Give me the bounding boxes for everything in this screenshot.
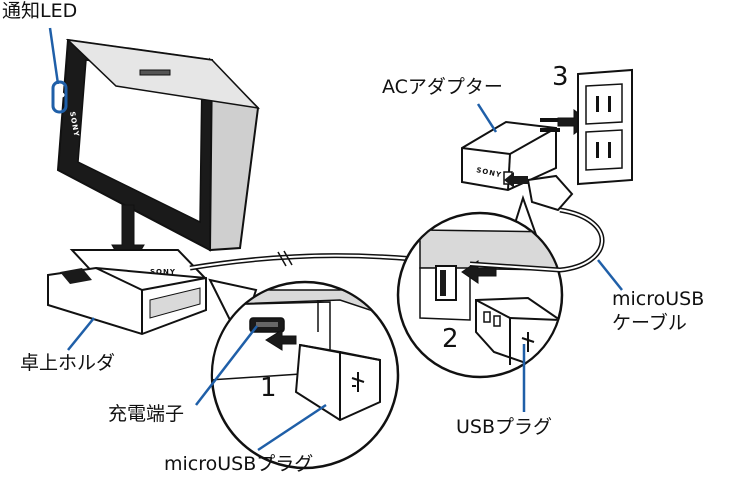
label-ac-adapter: ACアダプター [382, 76, 503, 98]
desktop-holder: SONY [47, 249, 208, 336]
step-number-2: 2 [442, 324, 459, 354]
led-highlight [51, 80, 68, 114]
label-desktop-holder: 卓上ホルダ [20, 352, 116, 374]
callout-charging-port [208, 278, 400, 470]
leader-line-microusb-plug [257, 403, 327, 452]
label-microusb-cable-line2: ケーブル [612, 312, 687, 334]
step-number-1: 1 [260, 373, 277, 403]
leader-line-cable [597, 259, 623, 291]
label-notification-led: 通知LED [2, 0, 78, 22]
smartphone: SONY [56, 38, 261, 252]
wall-outlet [577, 68, 633, 186]
leader-line-holder [67, 317, 95, 351]
callout-usb-port [396, 194, 564, 379]
leader-line-led [48, 27, 60, 85]
step-number-3: 3 [552, 62, 569, 92]
leader-line-charging-port [195, 325, 258, 406]
label-usb-plug: USBプラグ [456, 416, 553, 438]
ac-adapter: SONY [461, 118, 574, 212]
label-microusb-cable-line1: microUSB [612, 288, 705, 310]
leader-line-adapter [476, 103, 498, 133]
svg-text:SONY: SONY [150, 268, 176, 276]
label-microusb-plug: microUSBプラグ [164, 453, 314, 475]
label-charging-port: 充電端子 [108, 403, 185, 425]
